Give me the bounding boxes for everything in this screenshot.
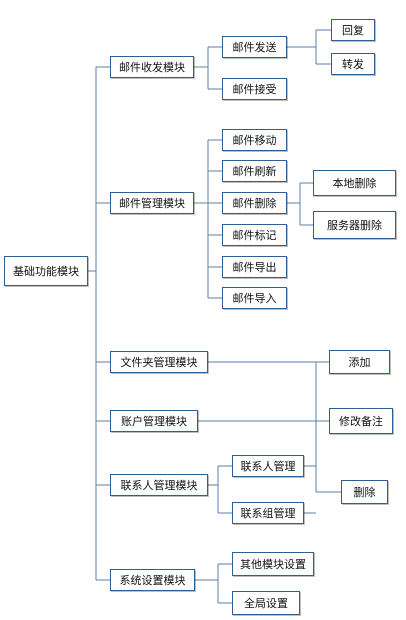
- root-node: 基础功能模块: [4, 256, 88, 286]
- mail-receive-node: 邮件接受: [222, 78, 287, 100]
- other-module-settings-node: 其他模块设置: [232, 552, 314, 576]
- local-delete-node: 本地删除: [313, 170, 396, 196]
- mail-send-receive-module: 邮件收发模块: [110, 56, 194, 78]
- mail-delete-node: 邮件删除: [222, 192, 287, 214]
- reply-node: 回复: [331, 19, 375, 41]
- mail-move-node: 邮件移动: [222, 129, 287, 151]
- mail-manage-module: 邮件管理模块: [110, 192, 194, 214]
- global-settings-node: 全局设置: [232, 591, 300, 615]
- folder-manage-module: 文件夹管理模块: [110, 351, 208, 373]
- contact-mgmt-node: 联系人管理: [232, 455, 304, 477]
- mail-import-node: 邮件导入: [222, 287, 287, 309]
- contact-manage-module: 联系人管理模块: [110, 474, 208, 496]
- mail-send-node: 邮件发送: [222, 36, 287, 58]
- system-settings-module: 系统设置模块: [110, 569, 195, 591]
- server-delete-node: 服务器删除: [313, 211, 396, 239]
- mail-mark-node: 邮件标记: [222, 224, 287, 246]
- account-manage-module: 账户管理模块: [110, 410, 198, 432]
- edit-note-node: 修改备注: [329, 408, 393, 434]
- remove-node: 删除: [341, 480, 388, 504]
- add-node: 添加: [329, 350, 390, 374]
- contact-group-mgmt-node: 联系组管理: [232, 502, 304, 524]
- forward-node: 转发: [331, 53, 375, 75]
- mail-refresh-node: 邮件刷新: [222, 160, 287, 182]
- mail-export-node: 邮件导出: [222, 256, 287, 278]
